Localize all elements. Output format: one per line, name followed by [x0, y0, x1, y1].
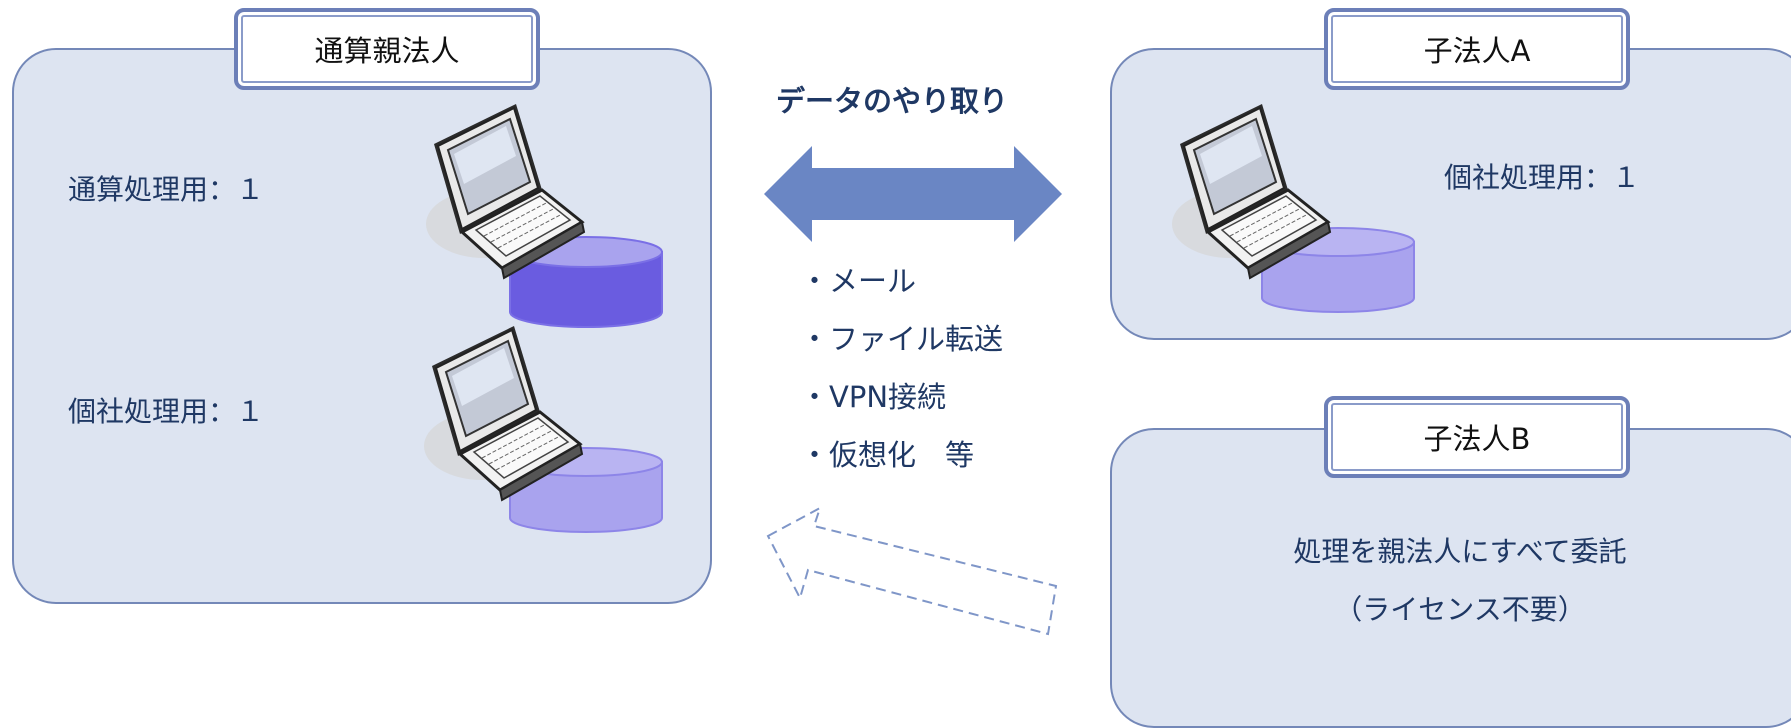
double-arrow	[764, 146, 1062, 242]
database-icon	[509, 236, 663, 328]
parent-label-kosha: 個社処理用：１	[68, 395, 265, 428]
child-a-label-kosha: 個社処理用：１	[1444, 161, 1641, 194]
child-b-line2: （ライセンス不要）	[1334, 593, 1586, 626]
method-item: ・ファイル転送	[800, 322, 1004, 356]
child-b-line1: 処理を親法人にすべて委託	[1293, 535, 1627, 568]
method-item: ・メール	[800, 264, 917, 298]
laptop-icon	[424, 104, 586, 280]
parent-label-tsusan: 通算処理用：１	[68, 173, 265, 206]
laptop-icon	[1170, 104, 1332, 280]
child-b-title: 子法人B	[1324, 396, 1630, 478]
method-item: ・VPN接続	[800, 380, 947, 414]
method-item: ・仮想化 等	[800, 438, 975, 472]
exchange-heading: データのやり取り	[776, 84, 1009, 118]
laptop-icon	[422, 326, 584, 502]
parent-title: 通算親法人	[234, 8, 540, 90]
dashed-return-arrow	[766, 506, 1058, 636]
child-a-title: 子法人A	[1324, 8, 1630, 90]
